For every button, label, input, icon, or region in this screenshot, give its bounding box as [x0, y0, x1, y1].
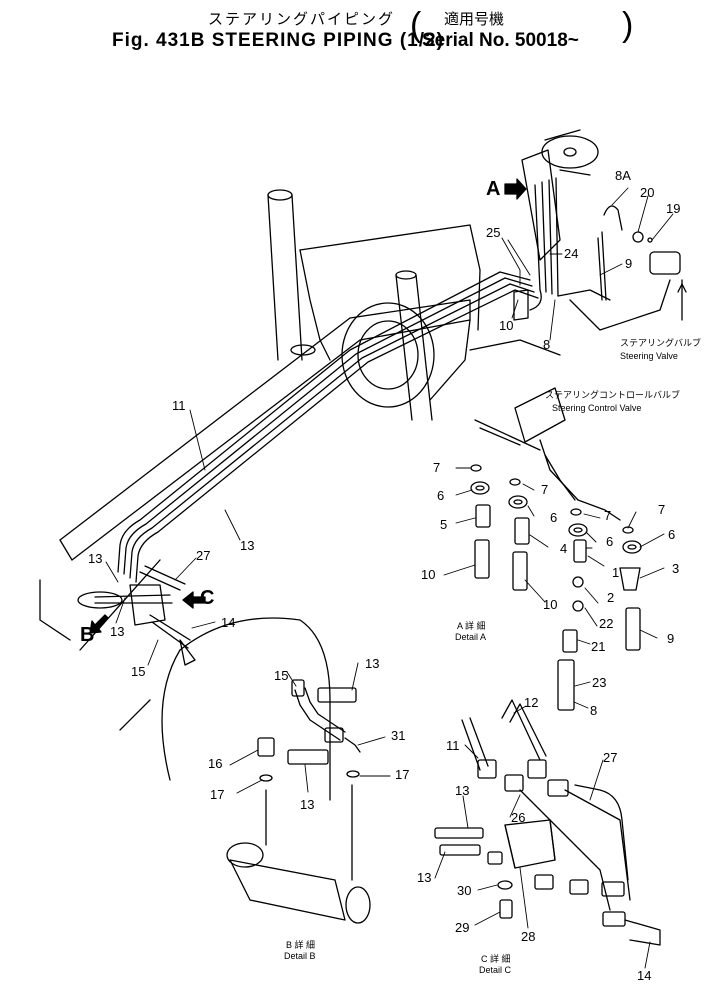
serial-japanese: 適用号機	[444, 11, 505, 28]
callout-9-top: 9	[625, 256, 633, 271]
callout-10-a1: 10	[421, 567, 436, 582]
arrow-c	[182, 591, 206, 609]
callout-30: 30	[457, 883, 472, 898]
detail-b-jp: B 詳 細	[286, 940, 316, 950]
callout-8-a: 8	[590, 703, 598, 718]
callout-7-a3: 7	[604, 508, 612, 523]
callout-13-b2: 13	[300, 797, 315, 812]
steering-control-valve-label: Steering Control Valve	[552, 403, 642, 413]
steering-column	[513, 129, 687, 331]
callout-8a: 8A	[615, 168, 631, 183]
callout-3: 3	[672, 561, 680, 576]
serial-number: Serial No. 50018~	[422, 30, 579, 51]
callout-11-main: 11	[172, 398, 186, 413]
callout-31: 31	[391, 728, 406, 743]
steering-valve-label: Steering Valve	[620, 351, 678, 361]
callout-24: 24	[564, 246, 579, 261]
callout-13-main: 13	[240, 538, 255, 553]
callout-4: 4	[560, 541, 568, 556]
view-letter-a: A	[486, 178, 501, 200]
callout-28: 28	[521, 929, 536, 944]
callout-14-c: 14	[637, 968, 652, 983]
callout-26: 26	[511, 810, 526, 825]
callout-29: 29	[455, 920, 470, 935]
detail-a-jp: A 詳 細	[457, 621, 486, 631]
arrow-a	[504, 178, 527, 200]
callout-6-a2: 6	[550, 510, 558, 525]
arrow-b	[89, 614, 109, 634]
callout-21: 21	[591, 639, 606, 654]
long-pipes	[117, 271, 539, 583]
tire	[119, 617, 331, 801]
detail-b	[226, 679, 371, 924]
callout-14-main: 14	[221, 615, 236, 630]
callout-6-a4: 6	[668, 527, 676, 542]
callout-10-a2: 10	[543, 597, 558, 612]
callout-13-lower: 13	[110, 624, 125, 639]
callout-17-b2: 17	[395, 767, 410, 782]
callout-25: 25	[486, 225, 501, 240]
callout-16: 16	[208, 756, 223, 771]
figure-title: Fig. 431B STEERING PIPING (1/2)	[112, 30, 444, 51]
steering-valve-jp: ステアリングバルブ	[620, 338, 702, 348]
detail-c-label: Detail C	[479, 965, 512, 975]
callout-13-c2: 13	[417, 870, 432, 885]
callout-2: 2	[607, 590, 615, 605]
title-japanese: ステアリングパイピング	[208, 11, 396, 28]
callout-1: 1	[612, 565, 620, 580]
callout-15-b: 15	[274, 668, 289, 683]
callout-9-a: 9	[667, 631, 675, 646]
callout-23: 23	[592, 675, 607, 690]
paren-open: (	[410, 6, 422, 44]
callout-13-b1: 13	[365, 656, 380, 671]
callout-17-b1: 17	[210, 787, 225, 802]
callout-6-a1: 6	[437, 488, 445, 503]
callout-11-c: 11	[446, 738, 460, 753]
callout-20: 20	[640, 185, 655, 200]
detail-c	[434, 699, 661, 946]
callout-12: 12	[524, 695, 539, 710]
leader-lines	[105, 187, 674, 969]
view-letter-c: C	[200, 587, 215, 609]
callout-27-main: 27	[196, 548, 211, 563]
callout-7-a2: 7	[541, 482, 549, 497]
callout-6-a3: 6	[606, 534, 614, 549]
callout-8-top: 8	[543, 337, 551, 352]
detail-c-jp: C 詳 細	[481, 954, 511, 964]
callout-13-left: 13	[88, 551, 103, 566]
view-letter-b: B	[80, 624, 95, 646]
callout-5: 5	[440, 517, 448, 532]
left-assembly	[77, 565, 196, 666]
paren-close: )	[622, 6, 634, 44]
callout-7-a4: 7	[658, 502, 666, 517]
callout-15-main: 15	[131, 664, 146, 679]
frame-posts	[267, 189, 433, 421]
callout-19: 19	[666, 201, 681, 216]
detail-a-label: Detail A	[455, 632, 487, 642]
detail-b-label: Detail B	[284, 951, 316, 961]
callout-7-a1: 7	[433, 460, 441, 475]
callout-10-top: 10	[499, 318, 514, 333]
callout-27-c: 27	[603, 750, 618, 765]
callout-22: 22	[599, 616, 614, 631]
detail-a	[470, 387, 642, 711]
steering-control-valve-jp: ステアリングコントロールバルブ	[545, 390, 681, 400]
main-frame	[39, 224, 561, 651]
callout-13-c1: 13	[455, 783, 470, 798]
